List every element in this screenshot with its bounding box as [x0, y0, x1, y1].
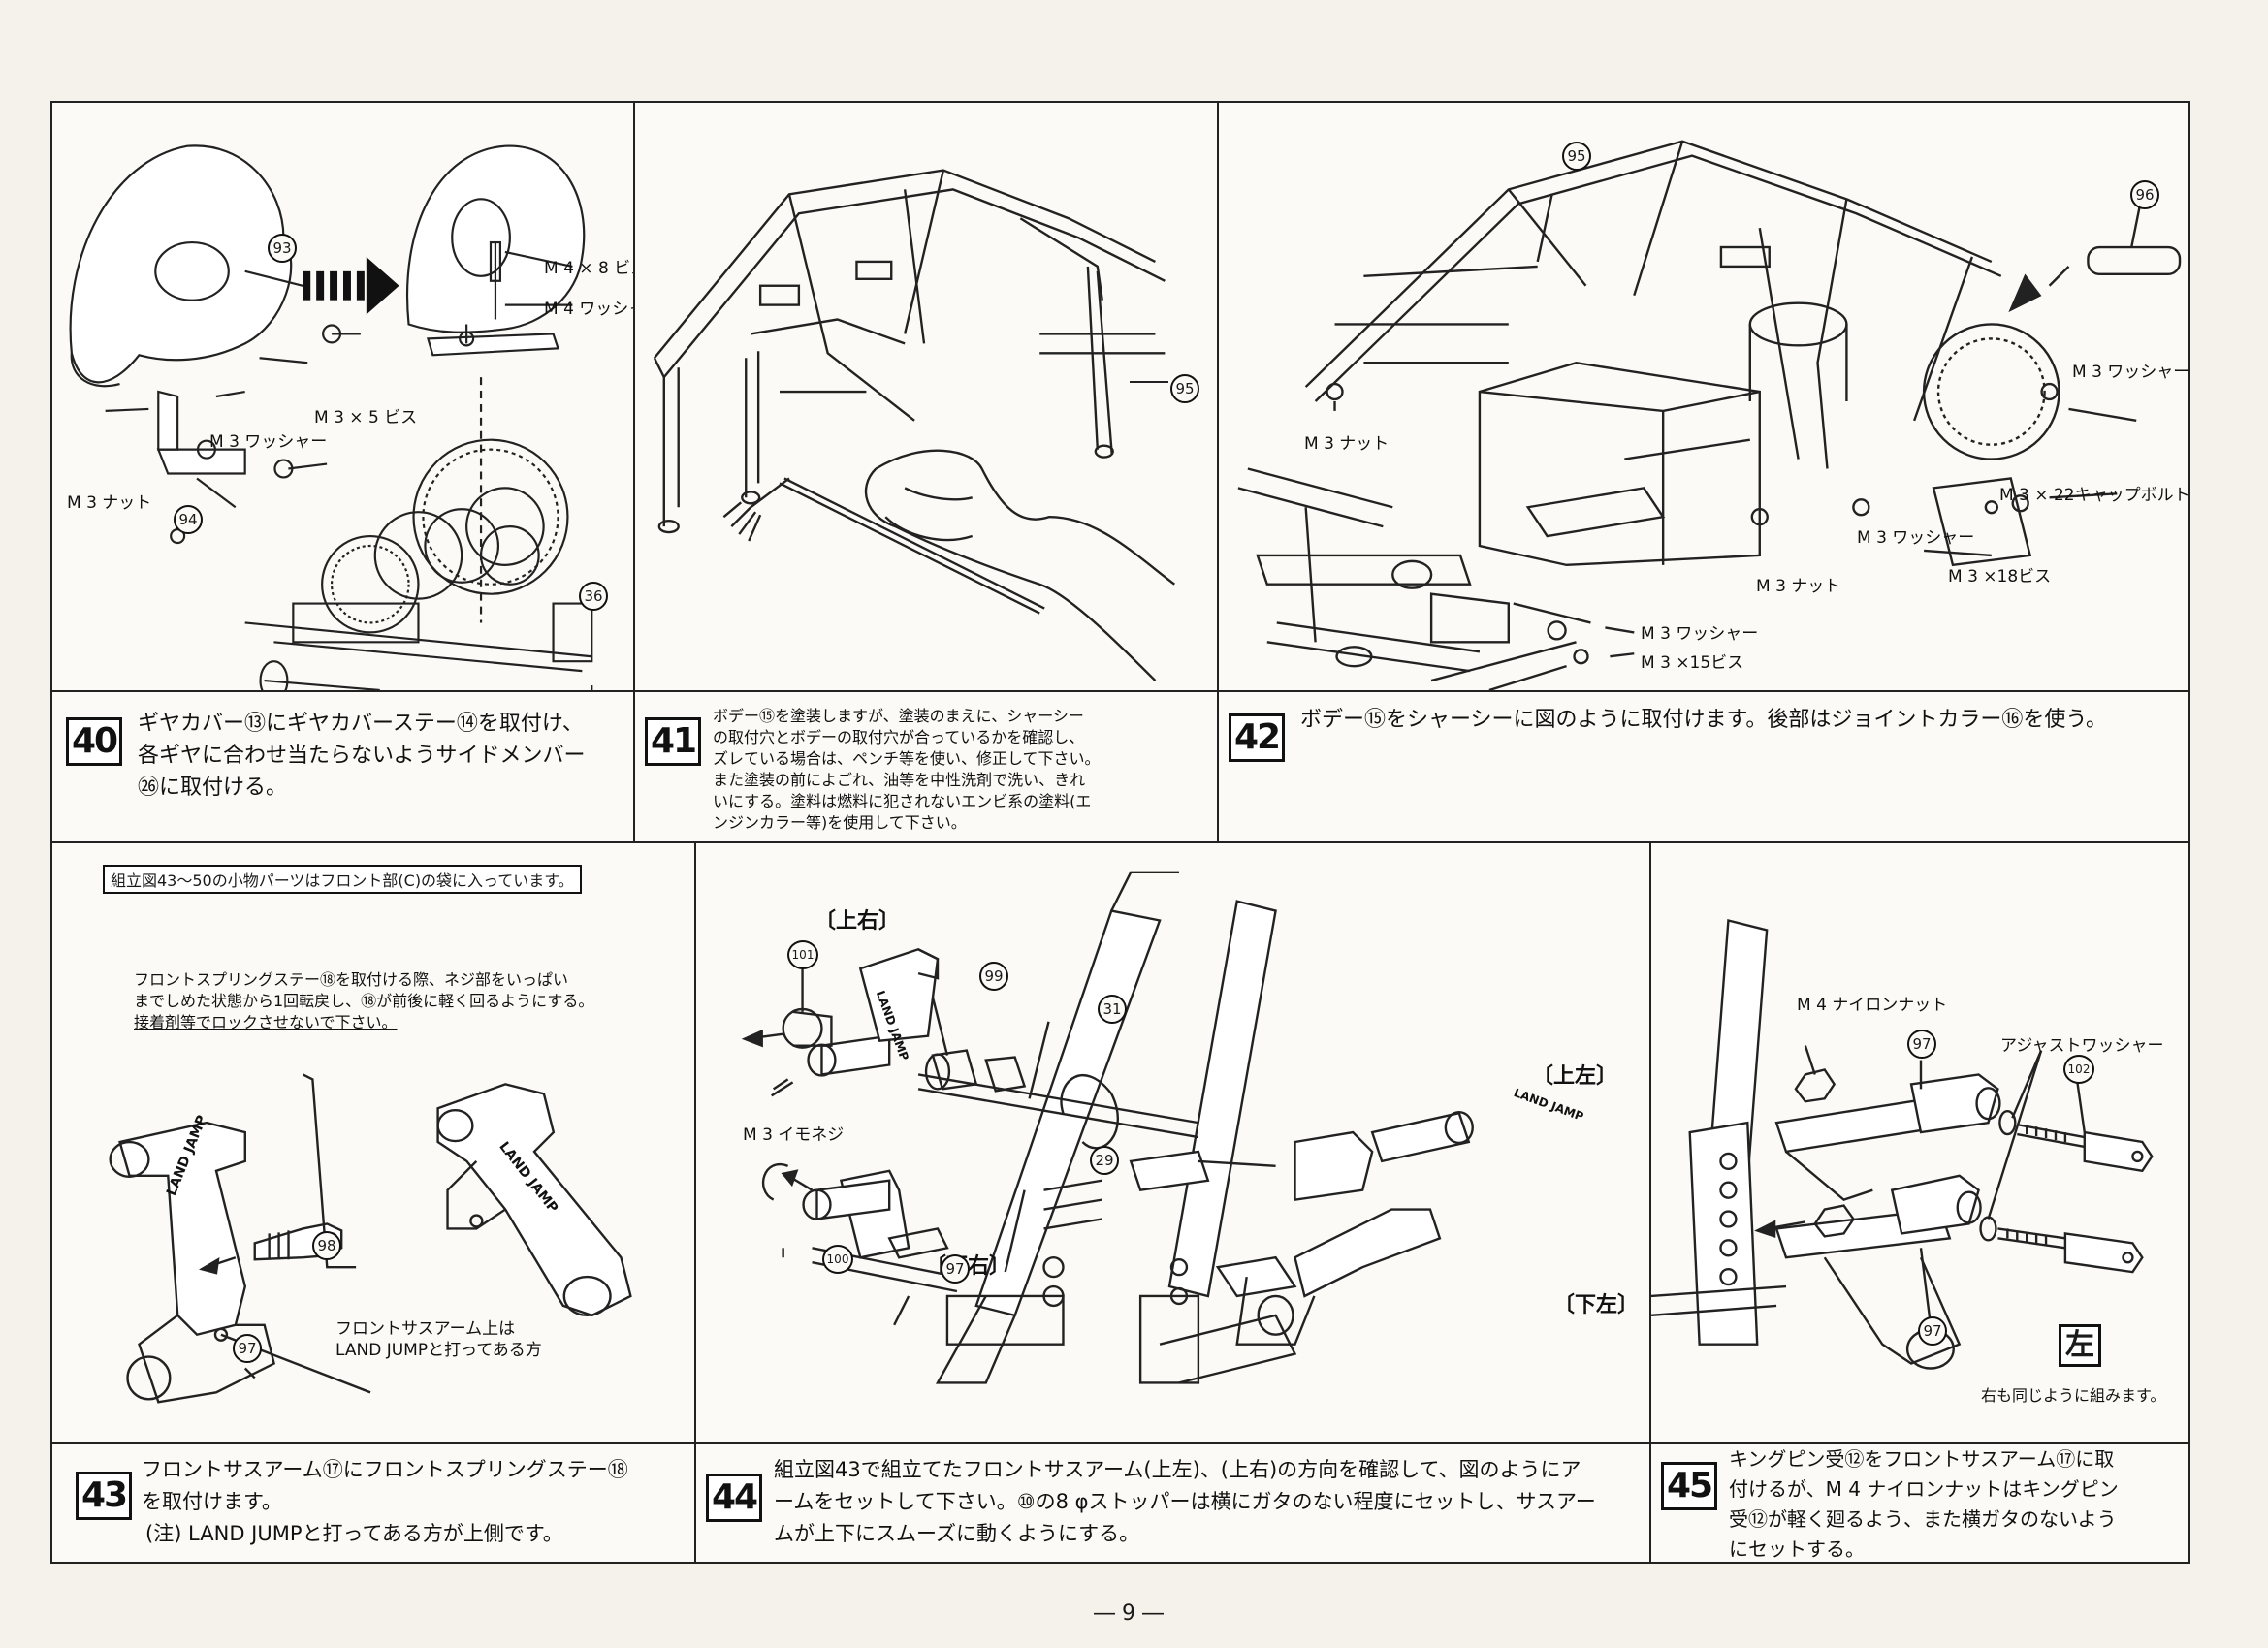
step44-upper-right-label: 〔上右〕 — [815, 909, 901, 934]
step43-part97-callout: 97 — [233, 1334, 262, 1363]
step41-leader-95 — [1130, 381, 1168, 383]
step40-illustration-panel: 93 M 4 × 8 ビス M 4 ワッシャー M 3 × 5 ビス M 3 ワ… — [50, 101, 635, 692]
step43-caption: フロントサスアーム上は LAND JUMPと打ってある方 — [335, 1318, 542, 1361]
step43-caption-line2: LAND JUMPと打ってある方 — [335, 1341, 542, 1360]
step45-line1: キングピン受⑫をフロントサスアーム⑰に取 — [1729, 1447, 2115, 1471]
step44-number-badge: 44 — [706, 1474, 767, 1527]
step40-label-m3washer: M 3 ワッシャー — [209, 432, 328, 452]
step40-part94-callout: 94 — [174, 505, 203, 534]
step43-bag-note: 組立図43～50の小物パーツはフロント部(C)の袋に入っています。 — [103, 865, 582, 894]
step43-text-panel: 43 フロントサスアーム⑰にフロントスプリングステー⑱ を取付けます。 (注) … — [50, 1442, 696, 1564]
step42-label-m3washer-bottom: M 3 ワッシャー — [1857, 528, 1975, 548]
step45-label-adjust-washer: アジャストワッシャー — [2000, 1036, 2164, 1056]
step40-label-m4x8: M 4 × 8 ビス — [544, 259, 633, 278]
step45-part97-lower-callout: 97 — [1918, 1316, 1947, 1346]
step45-label-m4-nylon-nut: M 4 ナイロンナット — [1797, 996, 1948, 1015]
step42-label-m3nut-center: M 3 ナット — [1756, 577, 1841, 596]
step44-part97-callout: 97 — [941, 1254, 970, 1284]
step42-part96-callout: 96 — [2130, 180, 2159, 209]
step45-instruction: キングピン受⑫をフロントサスアーム⑰に取 付けるが、M 4 ナイロンナットはキン… — [1729, 1444, 2185, 1562]
step45-right-same-note: 右も同じように組みます。 — [1981, 1386, 2166, 1405]
step42-illustration-panel: 95 96 M 3 ワッシャー M 3 × 22キャップボルト M 3 ワッシャ… — [1217, 101, 2190, 692]
step40-line2: 各ギヤに合わせ当たらないようサイドメンバー — [138, 744, 586, 768]
step41-instruction: ボデー⑮を塗装しますが、塗装のまえに、シャーシー の取付穴とボデーの取付穴が合っ… — [713, 706, 1213, 834]
step44-line3: ムが上下にスムーズに動くようにする。 — [774, 1522, 1140, 1545]
step40-label-m3x5: M 3 × 5 ビス — [314, 408, 418, 428]
step42-label-m3washer-center: M 3 ワッシャー — [1641, 624, 1759, 644]
step44-line1: 組立図43で組立てたフロントサスアーム(上左)、(上右)の方向を確認して、図のよ… — [774, 1458, 1581, 1481]
step41-line4: また塗装の前によごれ、油等を中性洗剤で洗い、きれ — [713, 771, 1086, 789]
step42-label-m3nut-left: M 3 ナット — [1304, 434, 1390, 454]
step43-front-arm-drawing — [52, 843, 694, 1442]
step40-part36-callout: 36 — [579, 582, 608, 611]
step43-illustration-panel: 組立図43～50の小物パーツはフロント部(C)の袋に入っています。 フロントスプ… — [50, 841, 696, 1444]
step41-illustration-panel: 95 — [633, 101, 1219, 692]
step44-illustration-panel: 〔上右〕 〔上左〕 〔下右〕 〔下左〕 LAND JAMP LAND JAMP … — [694, 841, 1651, 1444]
step44-upper-left-label: 〔上左〕 — [1532, 1064, 1618, 1089]
step44-part100-callout: 100 — [822, 1245, 853, 1274]
step44-label-m3-grub-screw: M 3 イモネジ — [743, 1125, 845, 1145]
step41-text-panel: 41 ボデー⑮を塗装しますが、塗装のまえに、シャーシー の取付穴とボデーの取付穴… — [633, 690, 1219, 843]
step41-part95-callout: 95 — [1170, 374, 1199, 403]
step43-line1: フロントサスアーム⑰にフロントスプリングステー⑱ — [142, 1458, 628, 1481]
step43-instruction: フロントサスアーム⑰にフロントスプリングステー⑱ を取付けます。 (注) LAN… — [142, 1454, 690, 1550]
step45-line4: にセットする。 — [1729, 1537, 1865, 1561]
step40-text-panel: 40 ギヤカバー⑬にギヤカバーステー⑭を取付け、 各ギヤに合わせ当たらないようサ… — [50, 690, 635, 843]
step43-instr-line3: 接着剤等でロックさせないで下さい。 — [134, 1013, 398, 1031]
step41-line3: ズレている場合は、ペンチ等を使い、修正して下さい。 — [713, 749, 1101, 768]
step42-part95-callout: 95 — [1562, 142, 1591, 171]
step40-line1: ギヤカバー⑬にギヤカバーステー⑭を取付け、 — [138, 712, 584, 736]
step44-part101-callout: 101 — [787, 940, 818, 969]
step43-line2: を取付けます。 — [142, 1490, 282, 1513]
step44-part29-callout: 29 — [1090, 1146, 1119, 1175]
step40-label-m3nut: M 3 ナット — [67, 493, 152, 513]
step42-label-m3washer-right: M 3 ワッシャー — [2072, 363, 2190, 382]
step43-instr-line2: までしめた状態から1回転戻し、⑱が前後に軽く回るようにする。 — [134, 992, 594, 1010]
step44-text-panel: 44 組立図43で組立てたフロントサスアーム(上左)、(上右)の方向を確認して、… — [694, 1442, 1651, 1564]
step41-line6: ンジンカラー等)を使用して下さい。 — [713, 813, 967, 832]
step44-line2: ームをセットして下さい。⑩の8 φストッパーは横にガタのない程度にセットし、サス… — [774, 1490, 1596, 1513]
step44-part31-callout: 31 — [1098, 995, 1127, 1024]
step42-label-m3x18: M 3 ×18ビス — [1948, 567, 2052, 586]
step42-instruction: ボデー⑮をシャーシーに図のように取付けます。後部はジョイントカラー⑯を使う。 — [1300, 708, 2108, 732]
step42-body-mount-drawing — [1219, 103, 2188, 690]
step40-instruction: ギヤカバー⑬にギヤカバーステー⑭を取付け、 各ギヤに合わせ当たらないようサイドメ… — [138, 708, 627, 804]
step42-label-m3x15: M 3 ×15ビス — [1641, 653, 1744, 673]
step42-text-panel: 42 ボデー⑮をシャーシーに図のように取付けます。後部はジョイントカラー⑯を使う… — [1217, 690, 2190, 843]
step43-line3: (注) LAND JUMPと打ってある方が上側です。 — [145, 1522, 563, 1545]
step40-number-badge: 40 — [66, 717, 127, 771]
step45-text-panel: 45 キングピン受⑫をフロントサスアーム⑰に取 付けるが、M 4 ナイロンナット… — [1649, 1442, 2190, 1564]
step43-caption-line1: フロントサスアーム上は — [335, 1319, 516, 1339]
step40-label-m4washer: M 4 ワッシャー — [544, 300, 633, 319]
step41-line1: ボデー⑮を塗装しますが、塗装のまえに、シャーシー — [713, 707, 1084, 725]
step44-instruction: 組立図43で組立てたフロントサスアーム(上左)、(上右)の方向を確認して、図のよ… — [774, 1454, 1646, 1550]
step45-line3: 受⑫が軽く廻るよう、また横ガタのないよう — [1729, 1507, 2117, 1531]
step45-part102-callout: 102 — [2063, 1055, 2094, 1084]
step42-bleed-through-text — [1300, 760, 1317, 784]
step43-instruction-note: フロントスプリングステー⑱を取付ける際、ネジ部をいっぱい までしめた状態から1回… — [134, 969, 694, 1033]
step43-number-badge: 43 — [76, 1472, 137, 1525]
step45-left-side-mark: 左 — [2059, 1324, 2101, 1367]
step41-body-painting-drawing — [635, 103, 1217, 690]
step41-number-badge: 41 — [645, 717, 706, 771]
step45-number-badge: 45 — [1661, 1462, 1722, 1515]
step43-instr-line1: フロントスプリングステー⑱を取付ける際、ネジ部をいっぱい — [134, 970, 569, 989]
page-number: ― 9 ― — [1094, 1601, 1164, 1626]
step40-gear-cover-drawing — [52, 103, 633, 690]
step41-line5: いにする。塗料は燃料に犯されないエンビ系の塗料(エ — [713, 792, 1092, 810]
step40-part93-callout: 93 — [268, 234, 297, 263]
step42-label-m3x22: M 3 × 22キャップボルト — [1999, 486, 2190, 505]
step44-part99-callout: 99 — [979, 962, 1008, 991]
step42-number-badge: 42 — [1229, 713, 1290, 767]
step40-line3: ㉖に取付ける。 — [138, 776, 288, 800]
step45-illustration-panel: M 4 ナイロンナット アジャストワッシャー 102 97 97 左 右も同じよ… — [1649, 841, 2190, 1444]
step44-lower-left-label: 〔下左〕 — [1553, 1293, 1640, 1317]
step43-part98-callout: 98 — [312, 1231, 341, 1260]
step45-part97-upper-callout: 97 — [1907, 1030, 1936, 1059]
step41-line2: の取付穴とボデーの取付穴が合っているかを確認し、 — [713, 728, 1085, 746]
step45-line2: 付けるが、M 4 ナイロンナットはキングピン — [1729, 1477, 2119, 1501]
step45-kingpin-drawing — [1651, 843, 2188, 1442]
